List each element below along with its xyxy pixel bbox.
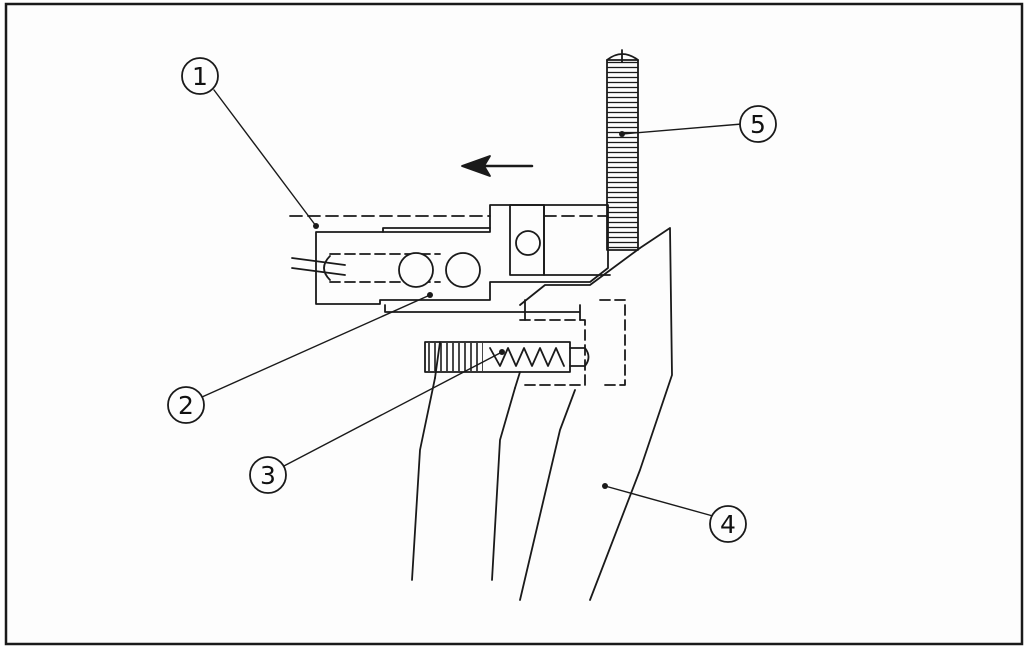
threaded-rod <box>606 49 639 251</box>
callout-3: 3 <box>249 456 287 494</box>
callout-5: 5 <box>739 105 777 143</box>
carriage-block <box>315 204 611 305</box>
callout-2-label: 2 <box>178 391 194 420</box>
callout-5-label: 5 <box>750 110 766 139</box>
roller-slot <box>323 230 541 288</box>
callout-4: 4 <box>709 505 747 543</box>
leader-lines <box>201 89 743 519</box>
callout-3-label: 3 <box>260 461 276 490</box>
lower-bracket <box>384 304 581 321</box>
callout-4-label: 4 <box>720 510 736 539</box>
spring-housing-dashed <box>519 319 586 386</box>
callout-2: 2 <box>167 386 205 424</box>
lever-arm <box>519 227 673 601</box>
direction-arrow <box>461 155 534 177</box>
cable <box>291 257 346 276</box>
left-leg-inner <box>491 387 516 581</box>
left-leg-outer <box>411 377 436 581</box>
figure-border <box>4 2 1024 646</box>
callout-1: 1 <box>181 57 219 95</box>
callout-1-label: 1 <box>192 62 208 91</box>
